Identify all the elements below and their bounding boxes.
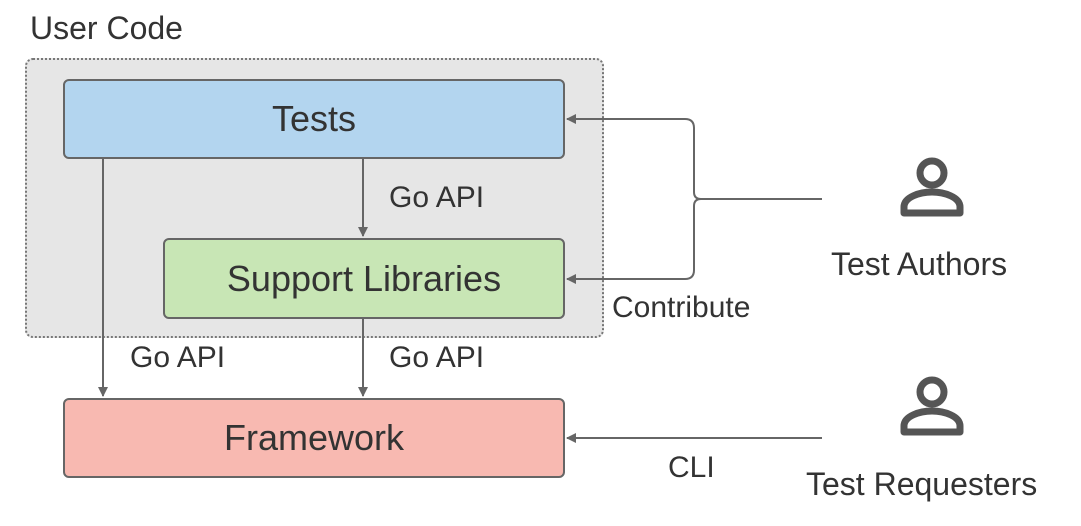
edge-label-tests-to-framework: Go API [130,341,226,374]
test-requesters-person-icon [900,376,964,436]
framework-box-label: Framework [223,417,405,458]
support-libraries-box[interactable]: Support Libraries [163,238,565,319]
edge-label-support-to-framework: Go API [389,341,485,374]
support-libraries-box-label: Support Libraries [226,257,502,299]
contribute-bracket-lower [566,206,695,284]
test-authors-person-icon [900,157,964,217]
framework-box[interactable]: Framework [63,398,565,478]
test-authors-label: Test Authors [831,246,1008,282]
edge-label-tests-to-support: Go API [389,181,485,214]
user-code-label: User Code [30,10,183,46]
contribute-bracket [566,114,822,200]
edge-label-cli: CLI [668,451,715,484]
tests-box[interactable]: Tests [63,79,565,159]
test-requesters-label: Test Requesters [806,466,1038,502]
tests-box-label: Tests [271,98,357,139]
edge-label-contribute: Contribute [612,291,751,324]
